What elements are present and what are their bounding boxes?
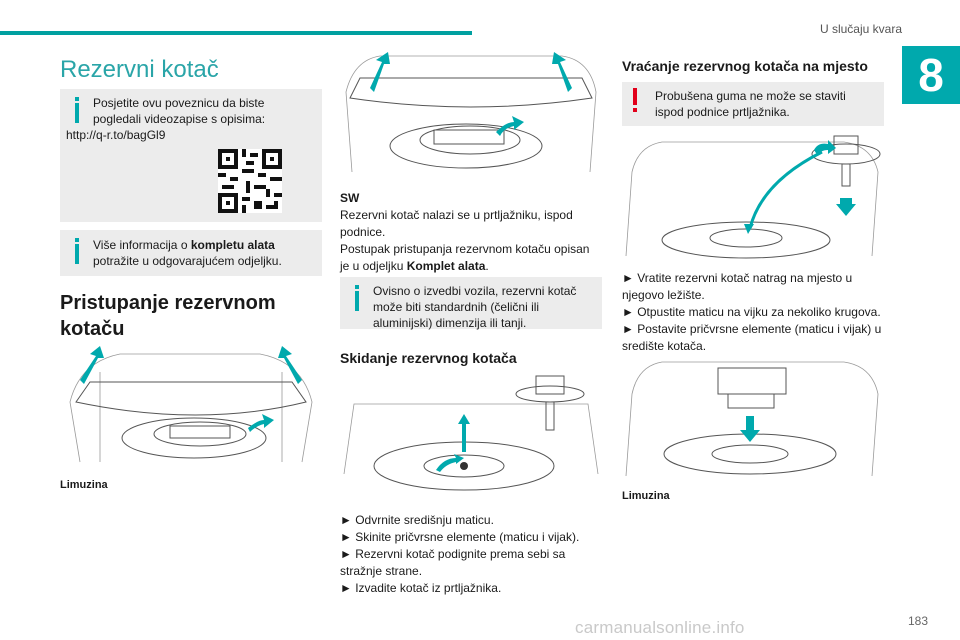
warning-icon [633, 88, 637, 112]
trunk-illustration-limuzina [60, 342, 322, 466]
video-link[interactable]: http://q-r.to/bagGl9 [66, 128, 166, 142]
removal-step: ► Odvrnite središnju maticu. [340, 513, 494, 527]
spare-removal-illustration [340, 374, 602, 496]
spare-refit-illustration [622, 132, 884, 259]
caption-limuzina: Limuzina [60, 479, 108, 491]
removal-step: ► Izvadite kotač iz prtljažnika. [340, 581, 502, 595]
info-note-text: Posjetite ovu poveznicu da biste pogleda… [93, 96, 266, 126]
sw-para1: Rezervni kotač nalazi se u prtljažniku, … [340, 208, 573, 239]
spare-refit-illustration-limuzina [622, 354, 884, 478]
watermark: carmanualsonline.info [575, 618, 745, 637]
info-icon [74, 238, 80, 264]
refit-steps: ► Vratite rezervni kotač natrag na mjest… [622, 270, 884, 355]
page-number: 183 [907, 614, 928, 628]
sw-para2: Postupak pristupanja rezervnom kotaču op… [340, 242, 590, 273]
removal-step: ► Rezervni kotač podignite prema sebi sa… [340, 547, 566, 578]
caption-limuzina-right: Limuzina [622, 490, 670, 502]
section-heading-removal: Skidanje rezervnog kotača [340, 350, 517, 366]
sw-label: SW [340, 191, 360, 205]
chapter-number: 8 [902, 46, 960, 104]
sw-text: SW Rezervni kotač nalazi se u prtljažnik… [340, 190, 602, 275]
wheel-size-note-text: Ovisno o izvedbi vozila, rezervni kotač … [373, 284, 577, 330]
toolkit-note-text: Više informacija o kompletu alata potraž… [93, 238, 282, 268]
refit-step: ► Postavite pričvrsne elemente (maticu i… [622, 322, 882, 353]
info-icon [354, 285, 360, 311]
warning-text: Probušena guma ne može se staviti ispod … [655, 89, 846, 119]
info-note-toolkit: Više informacija o kompletu alata potraž… [60, 230, 322, 276]
header-bar [0, 31, 472, 35]
refit-step: ► Otpustite maticu na vijku za nekoliko … [622, 305, 881, 319]
refit-step: ► Vratite rezervni kotač natrag na mjest… [622, 271, 853, 302]
warning-note: Probušena guma ne može se staviti ispod … [622, 82, 884, 126]
page-title: Rezervni kotač [60, 56, 219, 83]
info-note-wheel-size: Ovisno o izvedbi vozila, rezervni kotač … [340, 277, 602, 330]
info-icon [74, 97, 80, 123]
section-heading-refit: Vraćanje rezervnog kotača na mjesto [622, 58, 868, 74]
qr-code[interactable] [218, 149, 282, 213]
removal-step: ► Skinite pričvrsne elemente (maticu i v… [340, 530, 580, 544]
removal-steps: ► Odvrnite središnju maticu. ► Skinite p… [340, 512, 602, 597]
section-title: U slučaju kvara [819, 22, 902, 36]
section-heading-access: Pristupanje rezervnom kotaču [60, 292, 276, 340]
info-note-video: Posjetite ovu poveznicu da biste pogleda… [60, 89, 322, 222]
trunk-illustration-sw [340, 52, 602, 174]
